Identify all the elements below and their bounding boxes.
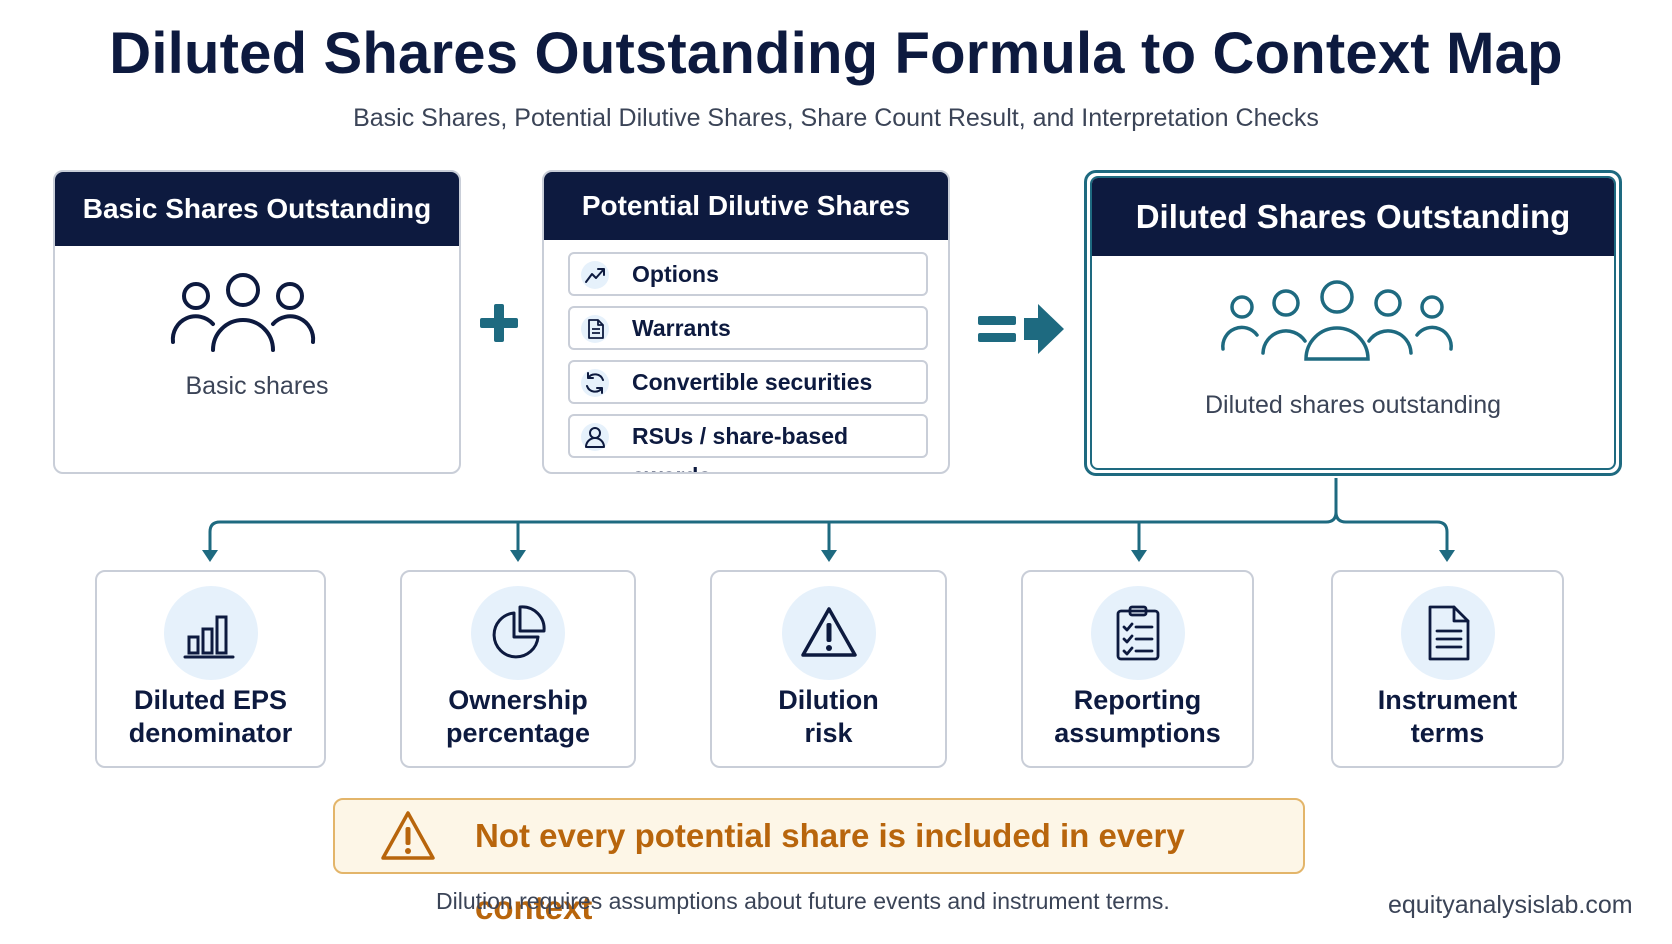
dilutive-item-options: Options — [568, 252, 928, 296]
dilutive-item-label: Warrants — [632, 315, 731, 341]
context-label-line1: Reporting — [1073, 685, 1202, 715]
site-url: equityanalysislab.com — [1388, 891, 1633, 919]
context-card-instrument-terms: Instrument terms — [1331, 570, 1564, 768]
warning-text: Not every potential share is included in… — [475, 817, 1185, 926]
context-card-ownership: Ownership percentage — [400, 570, 636, 768]
context-label-line2: assumptions — [1054, 718, 1221, 748]
clipboard-checklist-icon — [1116, 605, 1159, 661]
bar-chart-icon — [183, 615, 234, 659]
people-group-icon — [170, 273, 316, 352]
dilutive-item-warrants: Warrants — [568, 306, 928, 350]
diluted-shares-card: Diluted Shares Outstanding Diluted share… — [1084, 170, 1622, 476]
warning-icon — [381, 811, 435, 860]
context-label-line2: denominator — [128, 718, 293, 748]
context-label-line1: Instrument — [1377, 685, 1518, 715]
context-label-line1: Dilution — [778, 685, 879, 715]
warning-banner: Not every potential share is included in… — [333, 798, 1305, 926]
page-title: Diluted Shares Outstanding Formula to Co… — [109, 21, 1563, 86]
context-card-diluted-eps: Diluted EPS denominator — [95, 570, 326, 768]
footnote: Dilution requires assumptions about futu… — [436, 888, 1170, 914]
dilutive-item-rsus: RSUs / share-based awards — [568, 414, 928, 472]
trend-up-icon — [581, 261, 609, 289]
document-icon — [1428, 605, 1469, 661]
page-subtitle: Basic Shares, Potential Dilutive Shares,… — [353, 104, 1319, 132]
diluted-shares-heading: Diluted Shares Outstanding — [1092, 178, 1614, 256]
person-icon — [581, 423, 609, 451]
potential-dilutive-heading: Potential Dilutive Shares — [544, 172, 948, 240]
context-card-reporting: Reporting assumptions — [1021, 570, 1254, 768]
pie-chart-icon — [492, 605, 546, 659]
basic-shares-heading: Basic Shares Outstanding — [55, 172, 459, 246]
context-label-line1: Ownership — [448, 685, 588, 715]
refresh-icon — [581, 369, 609, 397]
document-icon — [581, 315, 609, 343]
dilutive-item-label: Options — [632, 261, 719, 287]
people-group-icon — [1221, 280, 1453, 361]
dilutive-item-convertible: Convertible securities — [568, 360, 928, 404]
equals-arrow-icon — [978, 304, 1064, 354]
diluted-shares-caption: Diluted shares outstanding — [1204, 391, 1502, 419]
context-label-line2: risk — [804, 718, 853, 748]
context-label-line1: Diluted EPS — [133, 685, 288, 715]
context-card-dilution-risk: Dilution risk — [710, 570, 947, 768]
plus-icon — [480, 304, 518, 342]
dilutive-item-label: RSUs / share-based awards — [632, 423, 849, 472]
basic-shares-card: Basic Shares Outstanding Basic shares — [53, 170, 461, 474]
dilutive-item-label: Convertible securities — [632, 369, 873, 395]
context-label-line2: terms — [1410, 718, 1485, 748]
warning-icon — [800, 607, 857, 657]
context-label-line2: percentage — [445, 718, 591, 748]
potential-dilutive-card: Potential Dilutive Shares Options Warran… — [542, 170, 950, 474]
basic-shares-caption: Basic shares — [185, 372, 329, 400]
